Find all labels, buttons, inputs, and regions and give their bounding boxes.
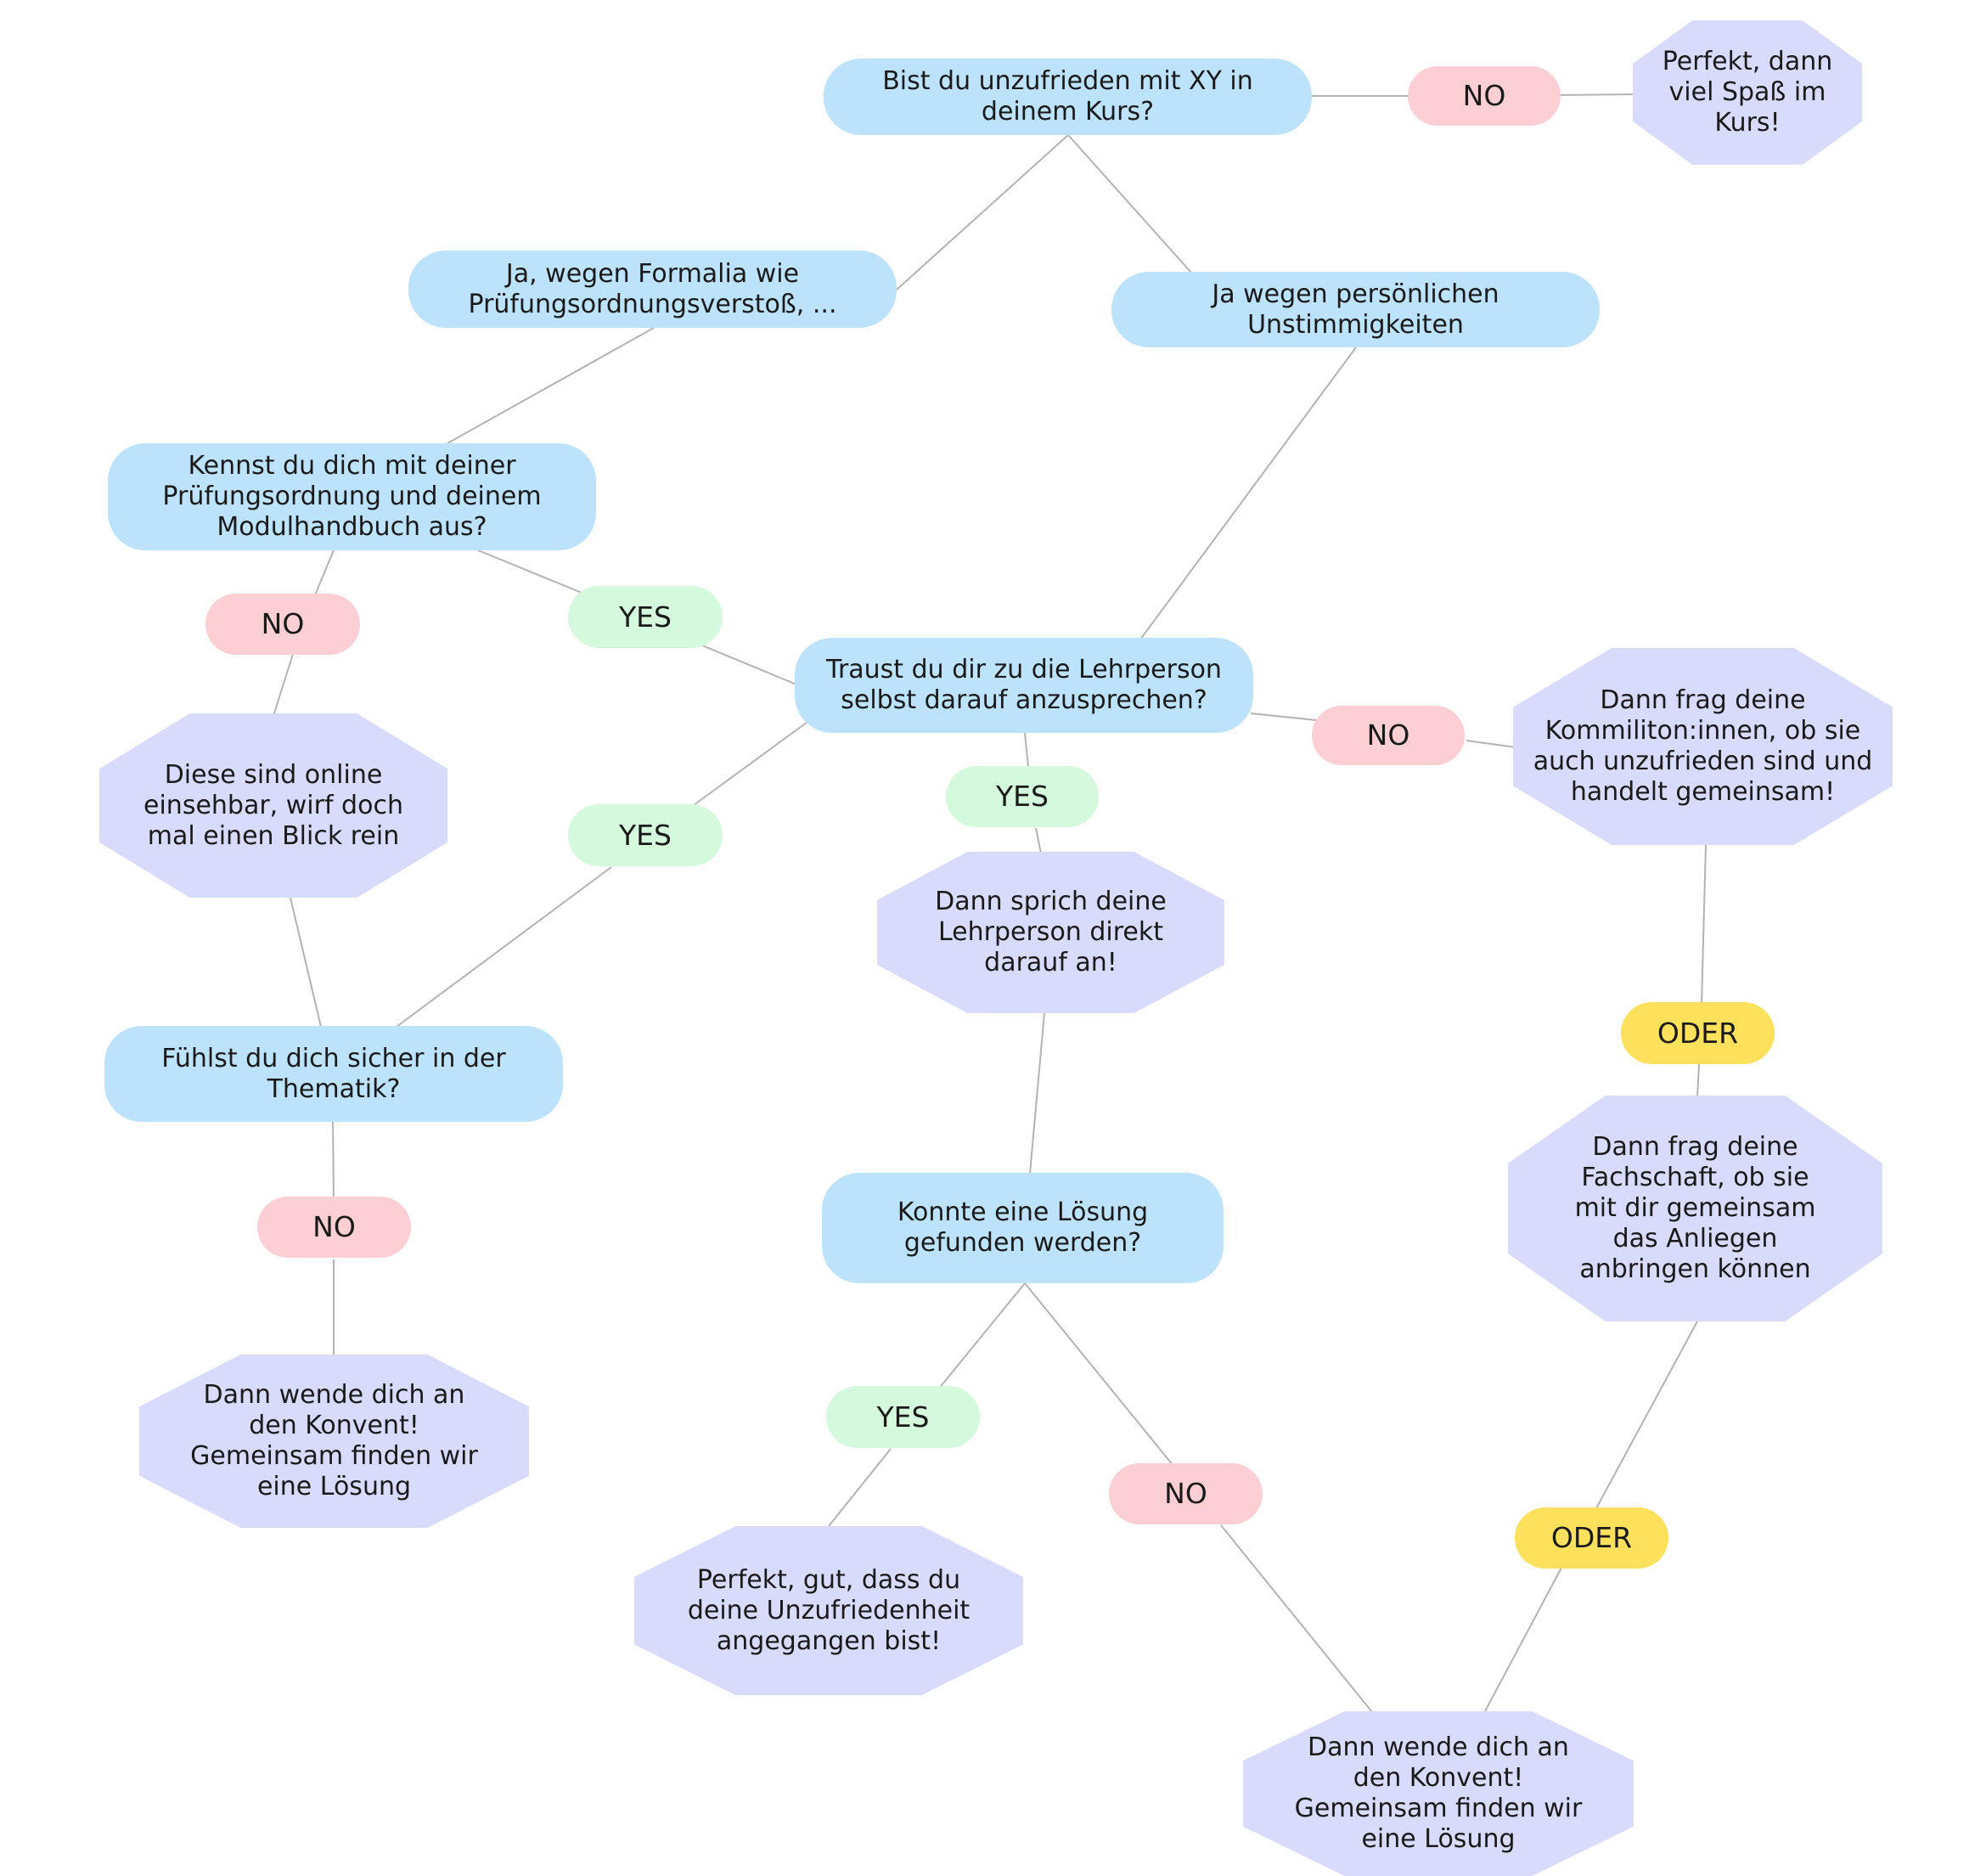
edge	[701, 645, 797, 685]
edge	[1139, 346, 1357, 640]
answer-perfekt-angegangen: Perfekt, gut, dass du deine Unzufriedenh…	[634, 1526, 1023, 1695]
edge	[447, 327, 655, 444]
edge	[273, 653, 294, 717]
answer-fachschaft: Dann frag deine Fachschaft, ob sie mit d…	[1508, 1096, 1882, 1321]
label-oder: ODER	[1621, 1002, 1775, 1064]
question-formalia: Ja, wegen Formalia wie Prüfungsordnungsv…	[408, 251, 897, 328]
edge	[1466, 740, 1516, 748]
edge	[1220, 1524, 1373, 1713]
edge	[1555, 93, 1635, 96]
edge	[1029, 1012, 1045, 1175]
label-no: NO	[1109, 1463, 1263, 1524]
answer-konvent-links: Dann wende dich an den Konvent! Gemeinsa…	[139, 1355, 529, 1528]
edge	[1250, 713, 1317, 721]
question-kennst: Kennst du dich mit deiner Prüfungsordnun…	[108, 443, 596, 550]
answer-viel-spass: Perfekt, dann viel Spaß im Kurs!	[1633, 20, 1862, 165]
label-yes: YES	[568, 804, 723, 866]
edge	[313, 549, 335, 598]
label-no: NO	[205, 594, 360, 655]
label-no: NO	[257, 1197, 411, 1258]
answer-kommilitonen: Dann frag deine Kommiliton:innen, ob sie…	[1513, 648, 1893, 845]
edge	[1067, 134, 1192, 273]
edge	[1595, 1321, 1698, 1509]
answer-lehrperson-ansprechen: Dann sprich deine Lehrperson direkt dara…	[877, 852, 1224, 1013]
answer-online-einsehbar: Diese sind online einsehbar, wirf doch m…	[99, 713, 447, 898]
label-yes: YES	[568, 586, 723, 648]
edge	[290, 897, 322, 1028]
edge	[1484, 1567, 1562, 1712]
edge	[895, 134, 1069, 291]
edge	[828, 1448, 892, 1527]
label-yes: YES	[946, 766, 1099, 827]
label-oder: ODER	[1515, 1507, 1668, 1569]
edge	[396, 866, 612, 1028]
edge	[477, 549, 587, 595]
question-traust: Traust du dir zu die Lehrperson selbst d…	[795, 638, 1253, 733]
question-sicher: Fühlst du dich sicher in der Thematik?	[104, 1026, 563, 1122]
edge	[689, 714, 818, 808]
label-no: NO	[1312, 706, 1465, 765]
question-unzufrieden: Bist du unzufrieden mit XY in deinem Kur…	[824, 59, 1312, 135]
question-loesung: Konnte eine Lösung gefunden werden?	[822, 1173, 1224, 1283]
label-no: NO	[1408, 66, 1561, 126]
edge	[1024, 1282, 1174, 1467]
edge	[332, 1121, 335, 1200]
question-persoenlich: Ja wegen persönlichen Unstimmigkeiten	[1111, 272, 1600, 347]
answer-konvent-rechts: Dann wende dich an den Konvent! Gemeinsa…	[1243, 1711, 1634, 1876]
label-yes: YES	[826, 1386, 980, 1448]
edge	[937, 1282, 1026, 1390]
edge	[1035, 827, 1042, 854]
edge	[1024, 732, 1029, 768]
edge	[1696, 1063, 1700, 1099]
edge	[1701, 844, 1707, 1006]
